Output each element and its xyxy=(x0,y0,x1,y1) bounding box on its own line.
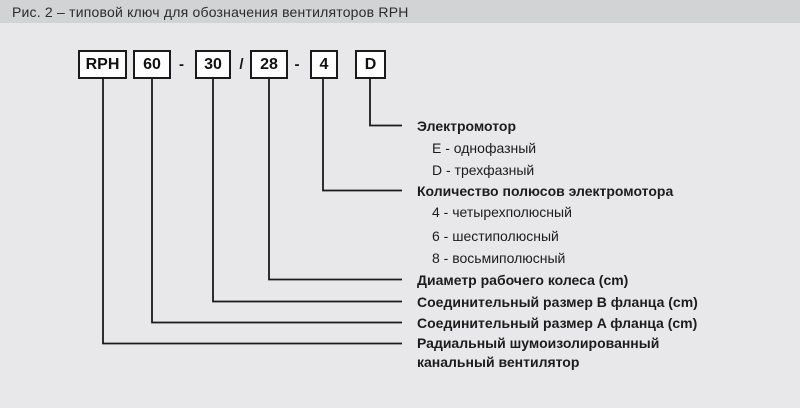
connector-motor xyxy=(369,79,402,127)
legend-motor-option-e: E - однофазный xyxy=(432,140,537,156)
connector-series xyxy=(102,79,402,345)
code-box-poles: 4 xyxy=(310,50,338,79)
code-box-series: RPH xyxy=(78,50,127,79)
code-separator-dash2: - xyxy=(294,56,300,73)
legend-poles-option-8: 8 - восьмиполюсный xyxy=(432,250,566,266)
legend-motor-option-d: D - трехфазный xyxy=(432,162,535,178)
legend-motor-header: Электромотор xyxy=(417,118,517,134)
connector-poles xyxy=(322,79,402,192)
code-box-impeller: 28 xyxy=(250,50,288,79)
connector-impeller xyxy=(268,79,402,281)
connector-flange-b xyxy=(212,79,402,303)
code-separator-dash: - xyxy=(179,56,184,73)
legend-flange-b-label: Соединительный размер B фланца (cm) xyxy=(417,294,698,310)
code-separator-slash: / xyxy=(239,56,244,73)
legend-series-label-line1: Радиальный шумоизолированный xyxy=(417,335,660,351)
legend-poles-option-4: 4 - четырехполюсный xyxy=(432,204,572,220)
code-box-motor: D xyxy=(355,50,386,79)
legend-poles-option-6: 6 - шестиполюсный xyxy=(432,228,559,244)
legend-flange-a-label: Соединительный размер A фланца (cm) xyxy=(417,315,698,331)
legend-impeller-label: Диаметр рабочего колеса (cm) xyxy=(417,272,629,288)
code-box-flange-a: 60 xyxy=(133,50,171,79)
legend-series-label-line2: канальный вентилятор xyxy=(417,354,580,370)
legend-poles-header: Количество полюсов электромотора xyxy=(417,183,674,199)
connector-flange-a xyxy=(151,79,402,324)
figure-title: Рис. 2 – типовой ключ для обозначения ве… xyxy=(0,0,800,23)
code-box-flange-b: 30 xyxy=(195,50,231,79)
